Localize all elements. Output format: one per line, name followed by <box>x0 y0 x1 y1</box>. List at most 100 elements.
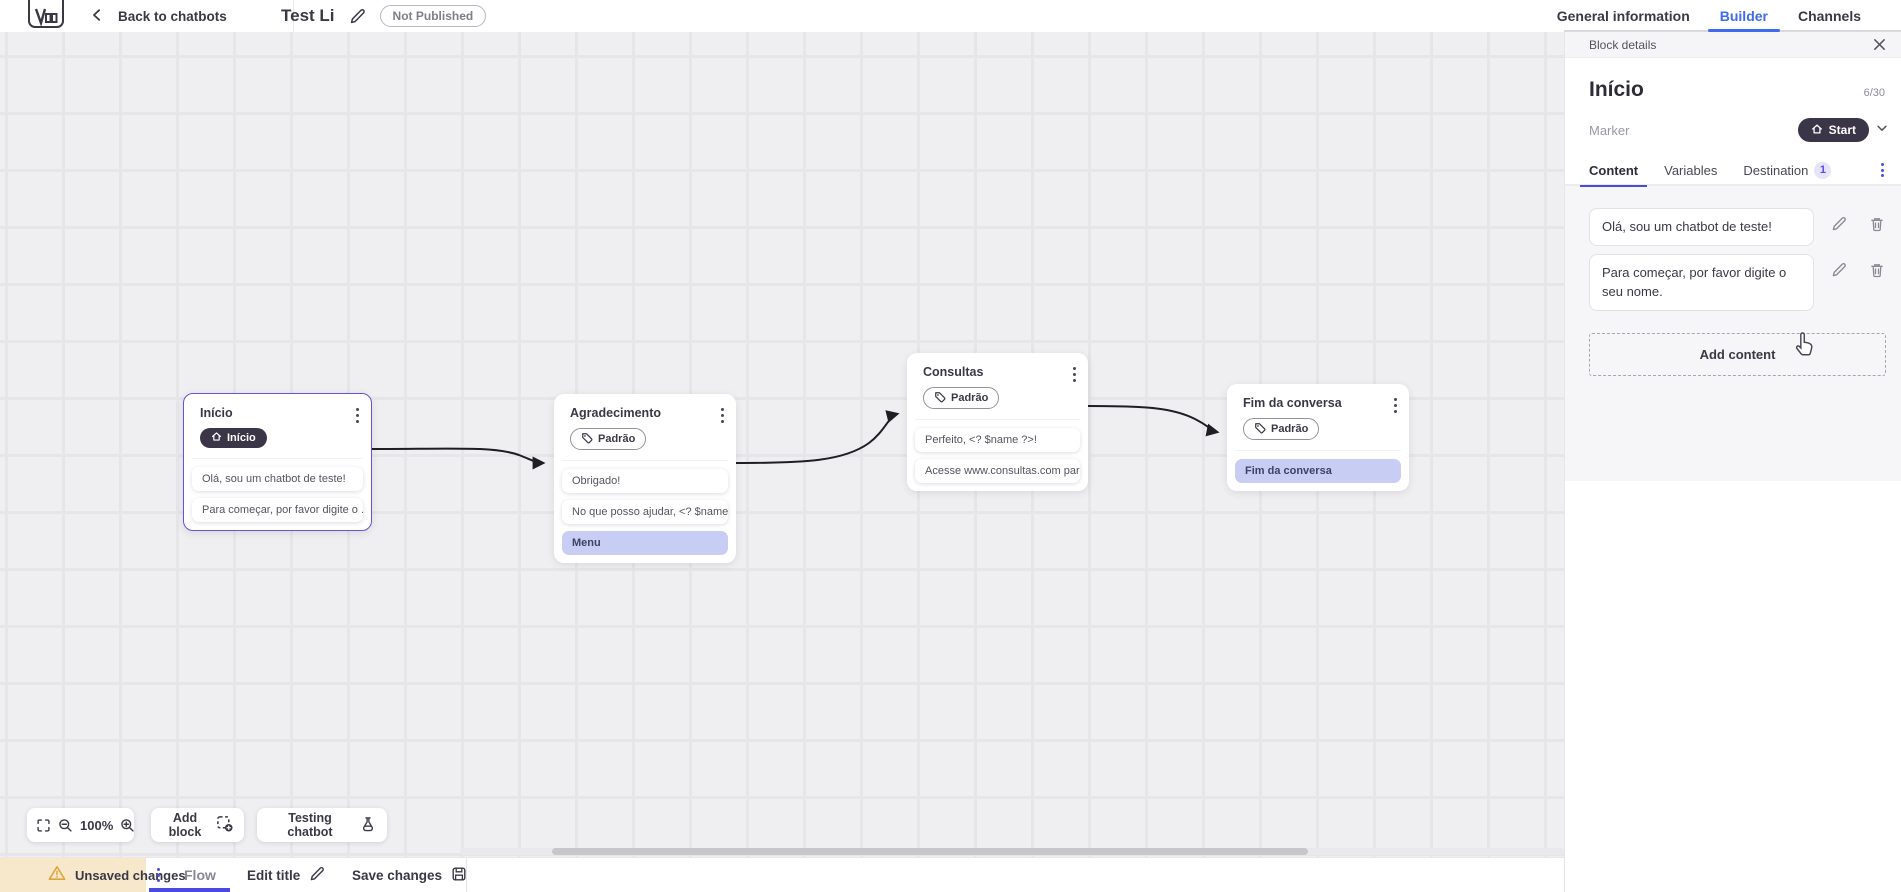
node-content-item[interactable]: Obrigado! <box>562 469 728 493</box>
add-content-button[interactable]: Add content <box>1589 332 1886 376</box>
content-field-row: Olá, sou um chatbot de teste! <box>1589 208 1885 246</box>
content-field[interactable]: Olá, sou um chatbot de teste! <box>1589 208 1814 246</box>
add-block-label: Add block <box>168 811 202 839</box>
flow-menu-icon[interactable] <box>152 858 165 892</box>
marker-value: Start <box>1828 123 1856 137</box>
node-badges: Padrão <box>915 379 1080 420</box>
home-icon <box>211 431 222 445</box>
unsaved-changes-label: Unsaved changes <box>75 867 186 883</box>
node-title: Consultas <box>923 365 984 379</box>
node-content-item[interactable]: Olá, sou um chatbot de teste! <box>192 467 363 491</box>
node-fim-da-conversa[interactable]: Fim da conversa Padrão Fim da conversa <box>1227 384 1409 491</box>
content-field[interactable]: Para começar, por favor digite o seu nom… <box>1589 253 1814 311</box>
connection-consultas-fim <box>1087 405 1220 437</box>
pencil-icon <box>309 866 325 885</box>
logo-glyph <box>34 8 58 26</box>
back-label: Back to chatbots <box>118 8 227 24</box>
block-title-input[interactable]: Início <box>1589 78 1644 101</box>
marker-row: Marker Start <box>1565 102 1901 142</box>
bot-title[interactable]: Test Li <box>281 6 335 25</box>
tab-flow[interactable]: Flow <box>180 858 220 892</box>
node-title: Agradecimento <box>570 406 661 420</box>
tab-destination-label: Destination <box>1743 162 1809 178</box>
tab-general-information[interactable]: General information <box>1557 0 1690 31</box>
tag-icon <box>581 432 593 447</box>
connection-agradecimento-consultas <box>735 410 900 464</box>
top-tabs: General information Builder Channels <box>1557 0 1861 32</box>
node-badges: Padrão <box>562 420 728 461</box>
edit-title-label: Edit title <box>247 867 301 883</box>
node-content-item[interactable]: No que posso ajudar, <? $name ... <box>562 500 728 524</box>
padrao-badge: Padrão <box>923 387 1000 409</box>
bottombar: Unsaved changes Flow Edit title Save cha… <box>0 857 1564 892</box>
content-tab-body: Olá, sou um chatbot de teste! Para começ… <box>1565 186 1901 481</box>
edit-title-pencil-icon[interactable] <box>349 8 366 25</box>
flask-icon <box>360 816 376 835</box>
topbar: Back to chatbots Test Li Not Published G… <box>0 0 1901 32</box>
chevron-left-icon <box>90 8 104 25</box>
trash-icon[interactable] <box>1869 262 1885 278</box>
tab-builder[interactable]: Builder <box>1707 0 1781 32</box>
block-details-panel: Block details Início 6/30 Marker Start C… <box>1564 32 1901 892</box>
chevron-down-icon[interactable] <box>1875 121 1889 140</box>
badge-label: Padrão <box>1271 423 1309 435</box>
scrollbar-thumb[interactable] <box>552 848 1308 855</box>
tag-icon <box>934 391 946 406</box>
node-consultas[interactable]: Consultas Padrão Perfeito, <? $name ?>! … <box>907 353 1088 491</box>
marker-select[interactable]: Start <box>1797 118 1869 142</box>
node-inicio[interactable]: Início Início Olá, sou um chatbot de tes… <box>183 393 372 531</box>
node-content-item[interactable]: Para começar, por favor digite o ... <box>192 498 363 522</box>
connection-inicio-agradecimento <box>371 447 546 470</box>
node-badges: Início <box>192 420 363 459</box>
badge-label: Padrão <box>598 433 636 445</box>
node-menu-icon[interactable] <box>719 406 726 425</box>
node-menu-icon[interactable] <box>354 406 361 425</box>
char-counter: 6/30 <box>1863 87 1885 99</box>
testing-chatbot-label: Testing chatbot <box>287 811 333 839</box>
testing-chatbot-button[interactable]: Testing chatbot <box>257 808 387 842</box>
flow-canvas[interactable]: Início Início Olá, sou um chatbot de tes… <box>0 32 1564 857</box>
save-changes-button[interactable]: Save changes <box>352 858 467 892</box>
close-icon[interactable] <box>1872 37 1887 52</box>
fit-screen-icon[interactable] <box>36 818 51 833</box>
flow-tab-underline <box>149 888 230 892</box>
content-field-row: Para começar, por favor digite o seu nom… <box>1589 253 1885 311</box>
zoom-out-icon[interactable] <box>58 818 73 833</box>
node-menu-icon[interactable] <box>1392 396 1399 415</box>
badge-label: Início <box>227 432 256 444</box>
bottombar-divider <box>466 858 467 892</box>
tab-variables[interactable]: Variables <box>1664 155 1717 185</box>
trash-icon[interactable] <box>1869 216 1885 232</box>
node-content-item-menu[interactable]: Menu <box>562 531 728 555</box>
node-content-item[interactable]: Acesse www.consultas.com par... <box>915 459 1080 483</box>
destination-count-badge: 1 <box>1814 161 1832 179</box>
node-content-item-end[interactable]: Fim da conversa <box>1235 459 1401 483</box>
panel-header-title: Block details <box>1589 37 1657 52</box>
home-icon <box>1811 123 1823 138</box>
tab-content[interactable]: Content <box>1579 155 1648 187</box>
zoom-in-icon[interactable] <box>120 818 135 833</box>
badge-label: Padrão <box>951 392 989 404</box>
block-title-row: Início 6/30 <box>1565 58 1901 102</box>
app-logo[interactable] <box>28 0 64 28</box>
panel-menu-icon[interactable] <box>1878 160 1887 180</box>
save-icon <box>451 866 467 885</box>
panel-tabs: Content Variables Destination 1 <box>1565 155 1901 187</box>
add-block-button[interactable]: Add block <box>151 808 244 842</box>
marker-label: Marker <box>1589 122 1630 138</box>
zoom-controls: 100% <box>27 808 134 842</box>
padrao-badge: Padrão <box>570 428 647 450</box>
edit-pencil-icon[interactable] <box>1831 262 1847 278</box>
canvas-horizontal-scrollbar <box>460 848 1564 855</box>
node-menu-icon[interactable] <box>1071 365 1078 384</box>
tab-channels[interactable]: Channels <box>1798 0 1861 31</box>
tab-destination[interactable]: Destination 1 <box>1743 155 1832 185</box>
unsaved-changes-indicator: Unsaved changes <box>0 858 186 892</box>
node-agradecimento[interactable]: Agradecimento Padrão Obrigado! No que po… <box>554 394 736 563</box>
edit-title-button[interactable]: Edit title <box>247 858 325 892</box>
edit-pencil-icon[interactable] <box>1831 216 1847 232</box>
back-to-chatbots-button[interactable]: Back to chatbots <box>90 0 227 32</box>
node-content-item[interactable]: Perfeito, <? $name ?>! <box>915 428 1080 452</box>
tag-icon <box>1254 422 1266 437</box>
